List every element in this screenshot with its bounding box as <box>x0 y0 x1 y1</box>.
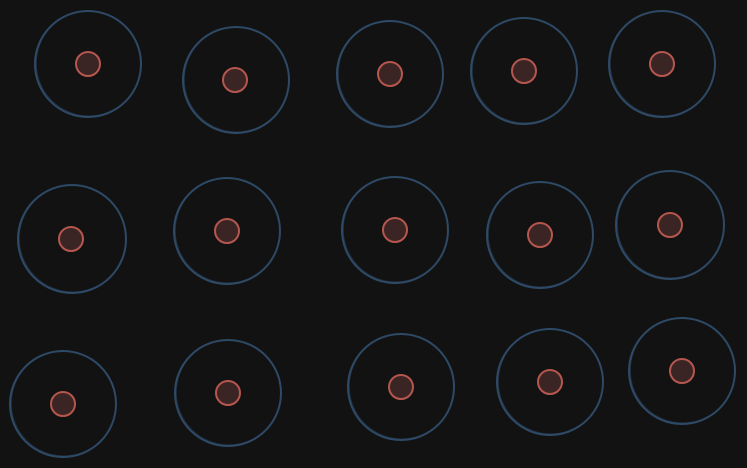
circle-item <box>336 20 444 128</box>
outer-circle-sketch <box>616 170 725 279</box>
center-dot <box>657 212 683 238</box>
outer-circle-sketch <box>629 317 736 424</box>
circle-item <box>628 317 736 425</box>
outer-circle-sketch <box>183 26 290 133</box>
center-dot <box>388 374 414 400</box>
outer-circle-sketch <box>497 328 604 435</box>
center-dot <box>50 391 76 417</box>
center-dot <box>215 380 241 406</box>
outer-circle-sketch <box>471 17 578 124</box>
outer-circle-sketch <box>10 350 117 457</box>
circle-item <box>174 339 282 447</box>
circle-item <box>34 10 142 118</box>
outer-circle-sketch <box>174 177 281 284</box>
center-dot <box>527 222 553 248</box>
circle-item <box>608 10 716 118</box>
center-dot <box>669 358 695 384</box>
center-dot <box>214 218 240 244</box>
circle-item <box>341 176 449 284</box>
circle-item <box>182 26 290 134</box>
circle-item <box>347 333 455 441</box>
outer-circle-sketch <box>342 176 449 283</box>
outer-circle-sketch <box>487 181 594 288</box>
outer-circle-sketch <box>35 10 142 117</box>
outer-circle-sketch <box>18 184 127 293</box>
center-dot <box>649 51 675 77</box>
center-dot <box>511 58 537 84</box>
circle-item <box>615 170 725 280</box>
circle-item <box>17 184 127 294</box>
center-dot <box>377 61 403 87</box>
outer-circle-sketch <box>175 339 282 446</box>
circle-item <box>496 328 604 436</box>
circle-item <box>173 177 281 285</box>
center-dot <box>222 67 248 93</box>
circle-item <box>486 181 594 289</box>
outer-circle-sketch <box>348 333 455 440</box>
circle-item <box>9 350 117 458</box>
circle-item <box>470 17 578 125</box>
center-dot <box>75 51 101 77</box>
outer-circle-sketch <box>609 10 716 117</box>
center-dot <box>58 226 84 252</box>
center-dot <box>382 217 408 243</box>
outer-circle-sketch <box>337 20 444 127</box>
center-dot <box>537 369 563 395</box>
